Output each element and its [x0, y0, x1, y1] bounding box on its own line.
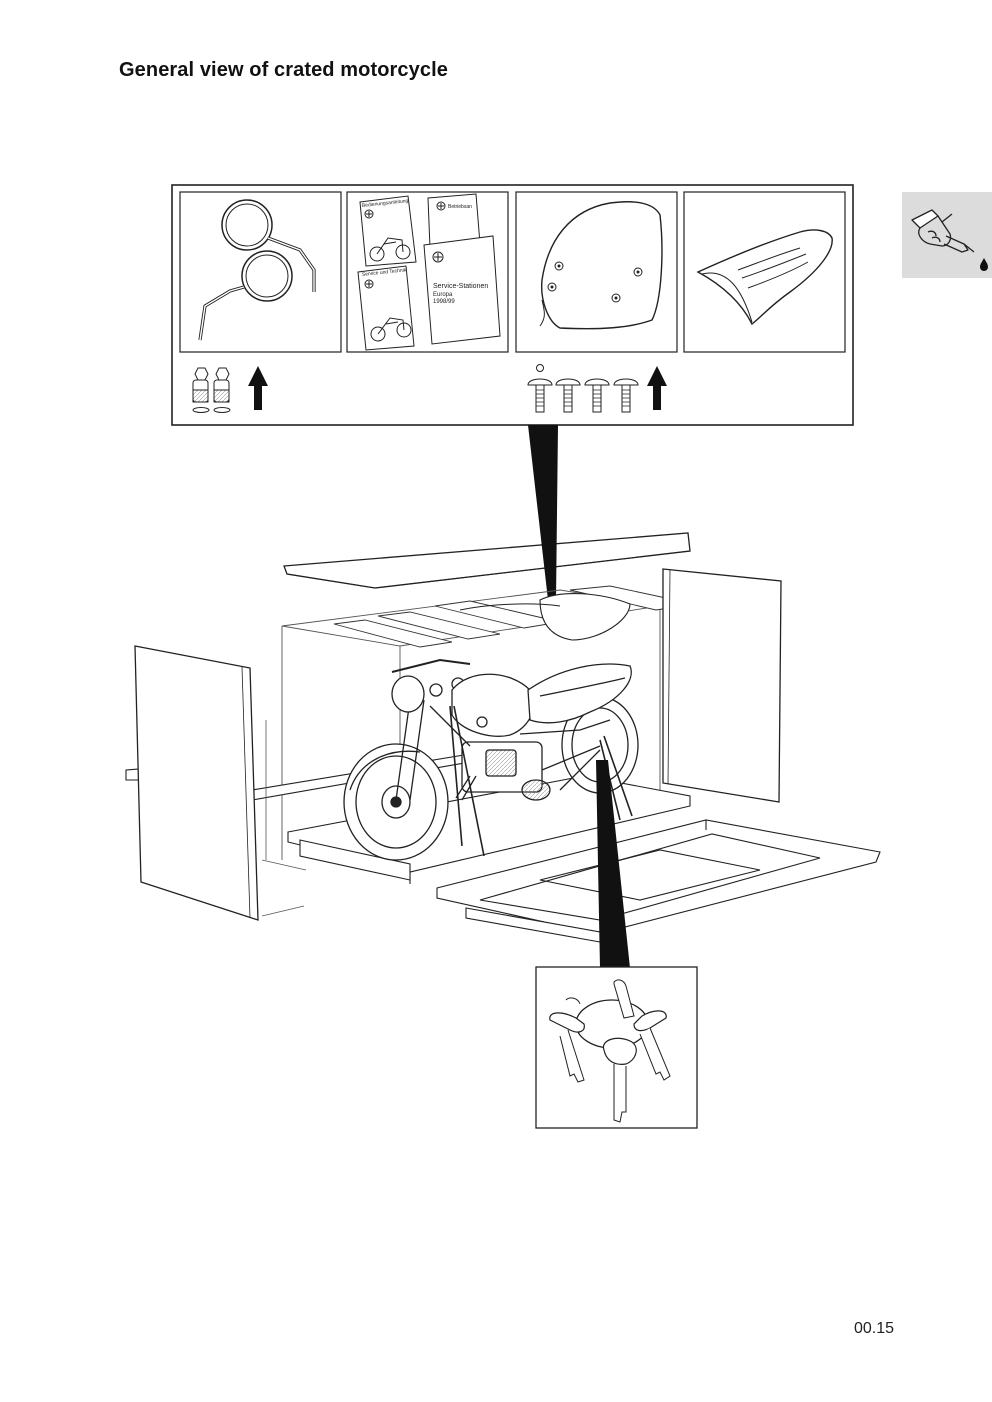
left-side-panel [134, 645, 307, 921]
seat-cover-icon [683, 191, 846, 353]
pallet-frame [436, 819, 881, 943]
booklet-1: Bedienungsanleitung [359, 195, 417, 267]
nuts-icon [192, 367, 231, 413]
callout-pointer [596, 760, 630, 968]
booklet-label: Service-Stationen [433, 283, 488, 290]
booklet-4: Service-Stationen Europa 1998/99 [423, 235, 501, 345]
section-tab [902, 192, 992, 278]
motorcycle-illustration [343, 658, 639, 861]
booklet-sub: Europa [433, 292, 453, 298]
packed-windscreen [459, 593, 631, 641]
windscreen-icon [515, 191, 678, 353]
arrow-up-icon [248, 366, 268, 410]
mirror-icon [179, 191, 342, 353]
page-title: General view of crated motorcycle [119, 59, 448, 81]
booklet-3: Service und Technik [357, 265, 415, 351]
crate-lid [283, 532, 691, 589]
page-number: 00.15 [853, 1320, 894, 1337]
keys-icon [535, 966, 698, 1129]
callout-pointer [528, 425, 558, 600]
hand-oil-can-icon [911, 209, 988, 271]
screws-icon [527, 364, 639, 413]
arrow-up-icon [647, 366, 667, 410]
booklet-label: Betriebsan [448, 204, 472, 210]
accessories-panel: Bedienungsanleitung Betriebsan Service u… [171, 184, 854, 426]
booklet-icon: Bedienungsanleitung Betriebsan Service u… [346, 191, 509, 353]
booklet-sub: 1998/99 [433, 299, 455, 305]
right-side-panel [662, 568, 782, 803]
booklet-label: Service und Technik [362, 267, 408, 278]
booklet-label: Bedienungsanleitung [362, 198, 409, 209]
booklet-2: Betriebsan [427, 193, 481, 249]
